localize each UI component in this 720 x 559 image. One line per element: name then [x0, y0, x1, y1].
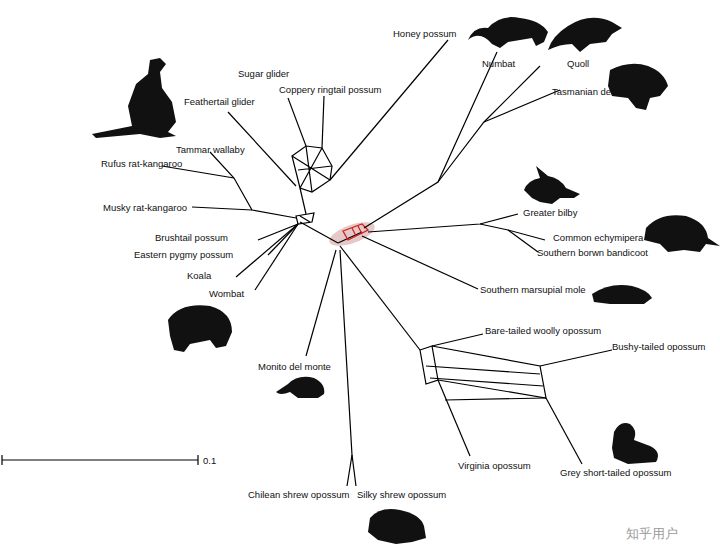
taxon-label: Tasmanian devil	[552, 86, 620, 97]
taxon-label: Common echymipera	[553, 232, 643, 243]
taxon-label: Chilean shrew opossum	[248, 489, 349, 500]
taxon-label: Quoll	[567, 58, 589, 69]
taxon-label: Coppery ringtail possum	[279, 84, 381, 95]
taxon-label: Wombat	[209, 288, 244, 299]
taxon-label: Virginia opossum	[458, 460, 531, 471]
watermark: 知乎用户	[626, 526, 678, 541]
taxon-label: Greater bilby	[523, 207, 577, 218]
taxon-label: Silky shrew opossum	[357, 489, 446, 500]
taxon-label: Musky rat-kangaroo	[103, 202, 187, 213]
taxon-label: Rufus rat-kangaroo	[101, 158, 182, 169]
taxon-label: Tammar wallaby	[176, 144, 245, 155]
taxon-label: Koala	[187, 270, 211, 281]
taxon-label: Honey possum	[393, 28, 456, 39]
taxon-label: Bare-tailed woolly opossum	[485, 325, 601, 336]
taxon-label: Monito del monte	[258, 361, 331, 372]
taxon-label: Grey short-tailed opossum	[560, 467, 671, 478]
taxon-label: Bushy-tailed opossum	[612, 341, 705, 352]
taxon-label: Eastern pygmy possum	[134, 249, 233, 260]
taxon-label: Sugar glider	[238, 68, 289, 79]
taxon-label: Southern borwn bandicoot	[537, 247, 648, 258]
scale-label: 0.1	[203, 455, 216, 466]
taxon-label: Brushtail possum	[155, 232, 228, 243]
taxon-label: Numbat	[482, 58, 515, 69]
taxon-label: Feathertail glider	[184, 96, 255, 107]
taxon-label: Southern marsupial mole	[480, 284, 586, 295]
